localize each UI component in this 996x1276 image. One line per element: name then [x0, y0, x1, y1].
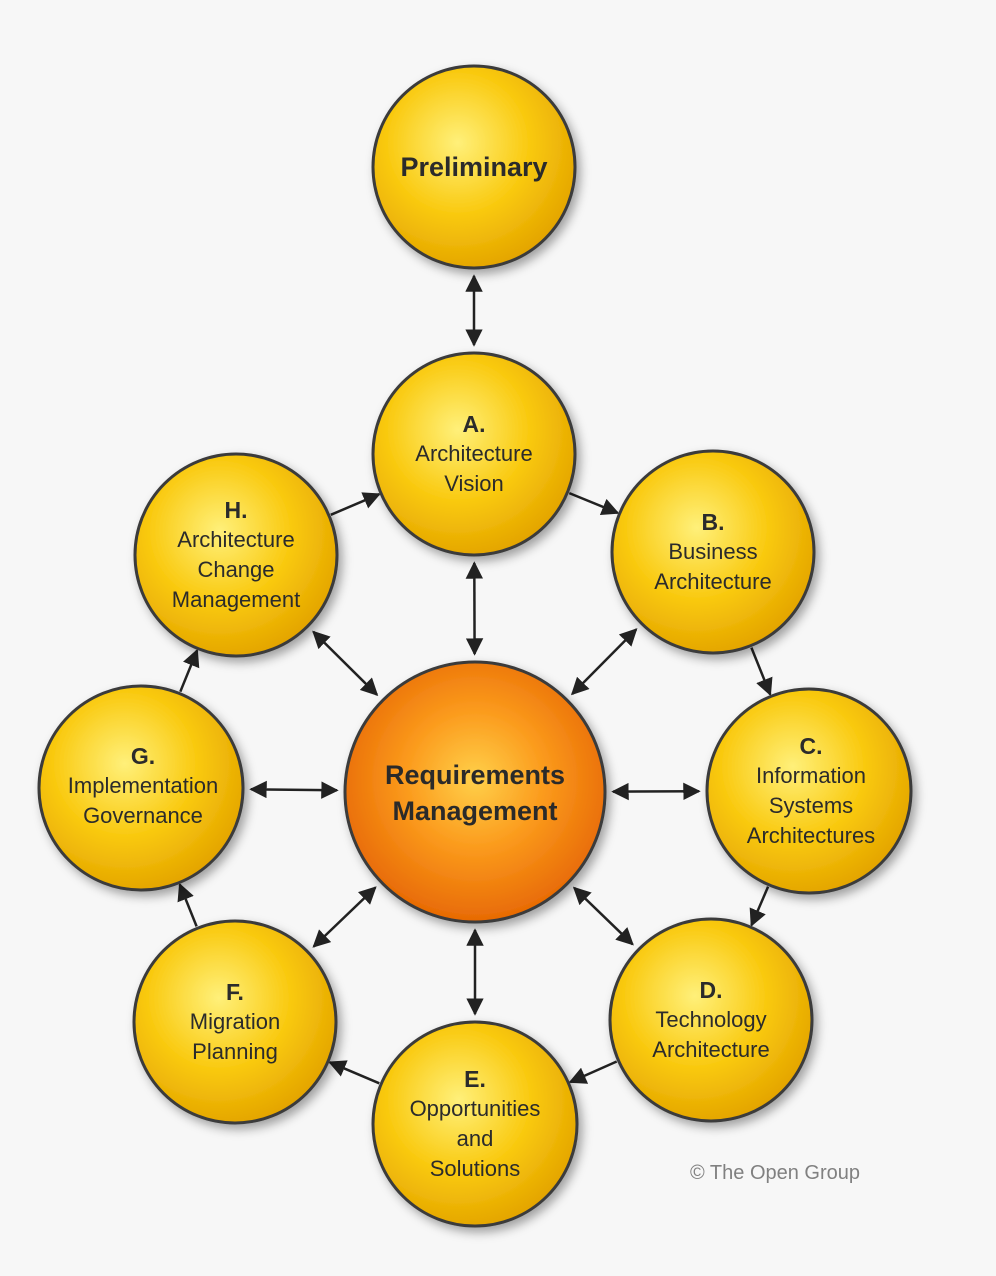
- phase-preliminary-title: Preliminary: [400, 152, 548, 182]
- phase-f-code: F.: [226, 979, 244, 1005]
- requirements-management-circle: [343, 660, 607, 924]
- phase-a-line-2: Vision: [444, 471, 504, 496]
- phase-f-line-1: Migration: [189, 1009, 281, 1034]
- phase-a-circle: [371, 351, 577, 557]
- phase-g-code: G.: [130, 743, 156, 769]
- phase-c-circle: [705, 687, 913, 895]
- phase-d-circle: [608, 917, 814, 1123]
- phase-g-label: G. Implementation Governance: [38, 734, 248, 838]
- phase-b-line-2: Architecture: [654, 569, 772, 594]
- phase-h-line-3: Management: [171, 587, 301, 612]
- phase-e-line-2: and: [456, 1126, 494, 1151]
- cycle-arrow-e-f: [328, 1060, 380, 1085]
- cycle-arrow-c-d: [749, 886, 770, 927]
- phase-h-line-1: Architecture: [177, 527, 295, 552]
- phase-preliminary-label: Preliminary: [372, 115, 576, 219]
- bidirectional-arrow-center-f: [312, 886, 377, 948]
- phase-b-circle: [610, 449, 816, 655]
- phase-g-line-1: Implementation: [67, 773, 219, 798]
- phase-f-circle: [132, 919, 338, 1125]
- center-line-2: Management: [392, 796, 558, 826]
- phase-d-line-2: Architecture: [652, 1037, 770, 1062]
- bidirectional-arrow-center-h: [312, 630, 379, 697]
- phase-h-line-2: Change: [197, 557, 275, 582]
- cycle-arrow-d-e: [568, 1060, 618, 1084]
- center-line-1: Requirements: [384, 760, 566, 790]
- phase-e-line-1: Opportunities: [409, 1096, 541, 1121]
- phase-a-label: A. Architecture Vision: [372, 402, 576, 506]
- phase-h-circle: [133, 452, 339, 658]
- phase-c-code: C.: [799, 733, 823, 759]
- phase-a-line-1: Architecture: [415, 441, 533, 466]
- cycle-arrow-h-a: [330, 492, 381, 516]
- phase-e-line-3: Solutions: [429, 1156, 521, 1181]
- phase-c-line-3: Architectures: [746, 823, 876, 848]
- phase-b-line-1: Business: [668, 539, 758, 564]
- phase-b-code: B.: [701, 509, 725, 535]
- requirements-management-label: Requirements Management: [345, 745, 605, 841]
- edges-layer: [177, 274, 773, 1085]
- cycle-arrow-a-b: [568, 491, 620, 516]
- cycle-arrow-f-g: [177, 882, 198, 927]
- phase-h-code: H.: [224, 497, 248, 523]
- bidirectional-arrow-center-g: [249, 780, 339, 799]
- phase-e-code: E.: [464, 1066, 486, 1092]
- phase-preliminary-circle: [371, 64, 577, 270]
- phase-f-label: F. Migration Planning: [133, 970, 337, 1074]
- phase-g-line-2: Governance: [83, 803, 203, 828]
- nodes-layer: [37, 64, 913, 1228]
- phase-c-line-2: Systems: [768, 793, 854, 818]
- bidirectional-arrow-center-d: [572, 886, 634, 946]
- cycle-arrow-b-c: [750, 647, 773, 697]
- bidirectional-arrow-center-b: [570, 628, 638, 696]
- phase-a-code: A.: [462, 411, 486, 437]
- phase-e-label: E. Opportunities and Solutions: [370, 1057, 580, 1191]
- copyright-notice: © The Open Group: [690, 1162, 861, 1184]
- phase-d-code: D.: [699, 977, 723, 1003]
- phase-e-circle: [371, 1020, 579, 1228]
- phase-d-label: D. Technology Architecture: [609, 968, 813, 1072]
- phase-d-line-1: Technology: [655, 1007, 767, 1032]
- phase-c-line-1: Information: [755, 763, 867, 788]
- phase-g-circle: [37, 684, 245, 892]
- phase-c-label: C. Information Systems Architectures: [701, 724, 921, 858]
- phase-b-label: B. Business Architecture: [611, 500, 815, 604]
- phase-h-label: H. Architecture Change Management: [134, 488, 338, 622]
- cycle-arrow-g-h: [179, 648, 200, 693]
- phase-f-line-2: Planning: [192, 1039, 278, 1064]
